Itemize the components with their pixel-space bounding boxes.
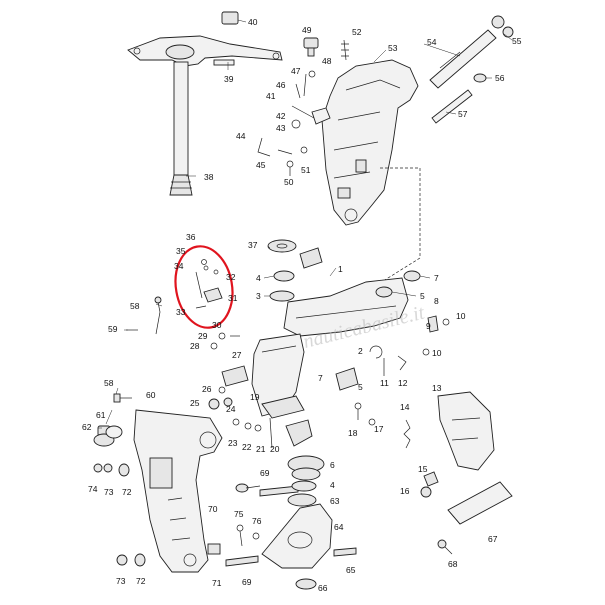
- callout-56: 56: [495, 73, 505, 83]
- callout-7: 7: [434, 273, 439, 283]
- callout-2: 2: [358, 346, 363, 356]
- callout-5b: 5: [358, 382, 363, 392]
- callout-5: 5: [420, 291, 425, 301]
- callout-1: 1: [338, 264, 343, 274]
- callout-64: 64: [334, 522, 344, 532]
- callout-51: 51: [301, 165, 311, 175]
- callout-labels: 40 39 38 49 52 53 54 55 56 57 48 47 46 4…: [82, 17, 522, 593]
- callout-39: 39: [224, 74, 234, 84]
- callout-17: 17: [374, 424, 384, 434]
- callout-28: 28: [190, 341, 200, 351]
- callout-62: 62: [82, 422, 92, 432]
- callout-60: 60: [146, 390, 156, 400]
- callout-33: 33: [176, 307, 186, 317]
- callout-36: 36: [186, 232, 196, 242]
- callout-4b: 4: [330, 480, 335, 490]
- callout-72b: 72: [136, 576, 146, 586]
- callout-26: 26: [202, 384, 212, 394]
- callout-11: 11: [380, 378, 389, 388]
- callout-68: 68: [448, 559, 458, 569]
- callout-72: 72: [122, 487, 132, 497]
- leader-lines: [98, 19, 513, 429]
- callout-44: 44: [236, 131, 246, 141]
- callout-18: 18: [348, 428, 358, 438]
- stern-bracket-assembly: [93, 393, 299, 573]
- callout-52: 52: [352, 27, 362, 37]
- callout-7b: 7: [318, 373, 323, 383]
- callout-24: 24: [226, 404, 236, 414]
- callout-32: 32: [226, 272, 236, 282]
- callout-48: 48: [322, 56, 332, 66]
- callout-69: 69: [260, 468, 270, 478]
- callout-21: 21: [256, 444, 266, 454]
- callout-6: 6: [330, 460, 335, 470]
- callout-37: 37: [248, 240, 258, 250]
- callout-73b: 73: [116, 576, 126, 586]
- callout-20: 20: [270, 444, 280, 454]
- callout-47: 47: [291, 66, 301, 76]
- callout-10: 10: [456, 311, 466, 321]
- callout-27: 27: [232, 350, 242, 360]
- callout-65: 65: [346, 565, 356, 575]
- callout-15: 15: [418, 464, 428, 474]
- callout-66: 66: [318, 583, 328, 593]
- callout-59: 59: [108, 324, 118, 334]
- callout-70: 70: [208, 504, 218, 514]
- callout-25: 25: [190, 398, 200, 408]
- callout-69b: 69: [242, 577, 252, 587]
- callout-12: 12: [398, 378, 408, 388]
- callout-8: 8: [434, 296, 439, 306]
- callout-74: 74: [88, 484, 98, 494]
- callout-41: 41: [266, 91, 276, 101]
- callout-13: 13: [432, 383, 442, 393]
- callout-54: 54: [427, 37, 437, 47]
- callout-71: 71: [212, 578, 222, 588]
- callout-49: 49: [302, 25, 312, 35]
- callout-58: 58: [130, 301, 140, 311]
- callout-50: 50: [284, 177, 294, 187]
- callout-35: 35: [176, 246, 186, 256]
- callout-76: 76: [252, 516, 262, 526]
- callout-43: 43: [276, 123, 286, 133]
- callout-9: 9: [426, 321, 431, 331]
- callout-40: 40: [248, 17, 258, 27]
- callout-4: 4: [256, 273, 261, 283]
- callout-29: 29: [198, 331, 208, 341]
- callout-73: 73: [104, 487, 114, 497]
- callout-30: 30: [212, 320, 222, 330]
- callout-57: 57: [458, 109, 468, 119]
- callout-67: 67: [488, 534, 498, 544]
- callout-58b: 58: [104, 378, 114, 388]
- callout-34: 34: [174, 261, 184, 271]
- callout-19: 19: [250, 392, 260, 402]
- callout-31: 31: [228, 293, 238, 303]
- swivel-bracket-assembly: [257, 15, 514, 289]
- clamp-bracket-assembly: [126, 239, 495, 498]
- callout-23: 23: [228, 438, 238, 448]
- callout-75: 75: [234, 509, 244, 519]
- callout-61: 61: [96, 410, 106, 420]
- highlight-ring: [174, 245, 234, 329]
- callout-42: 42: [276, 111, 286, 121]
- callout-3: 3: [256, 291, 261, 301]
- callout-45: 45: [256, 160, 266, 170]
- callout-14: 14: [400, 402, 410, 412]
- callout-46: 46: [276, 80, 286, 90]
- callout-38: 38: [204, 172, 214, 182]
- callout-16: 16: [400, 486, 410, 496]
- callout-55: 55: [512, 36, 522, 46]
- steering-shaft-assembly: [127, 11, 283, 196]
- tilt-components: [261, 455, 513, 590]
- callout-53: 53: [388, 43, 398, 53]
- callout-22: 22: [242, 442, 252, 452]
- callout-63: 63: [330, 496, 340, 506]
- callout-10b: 10: [432, 348, 442, 358]
